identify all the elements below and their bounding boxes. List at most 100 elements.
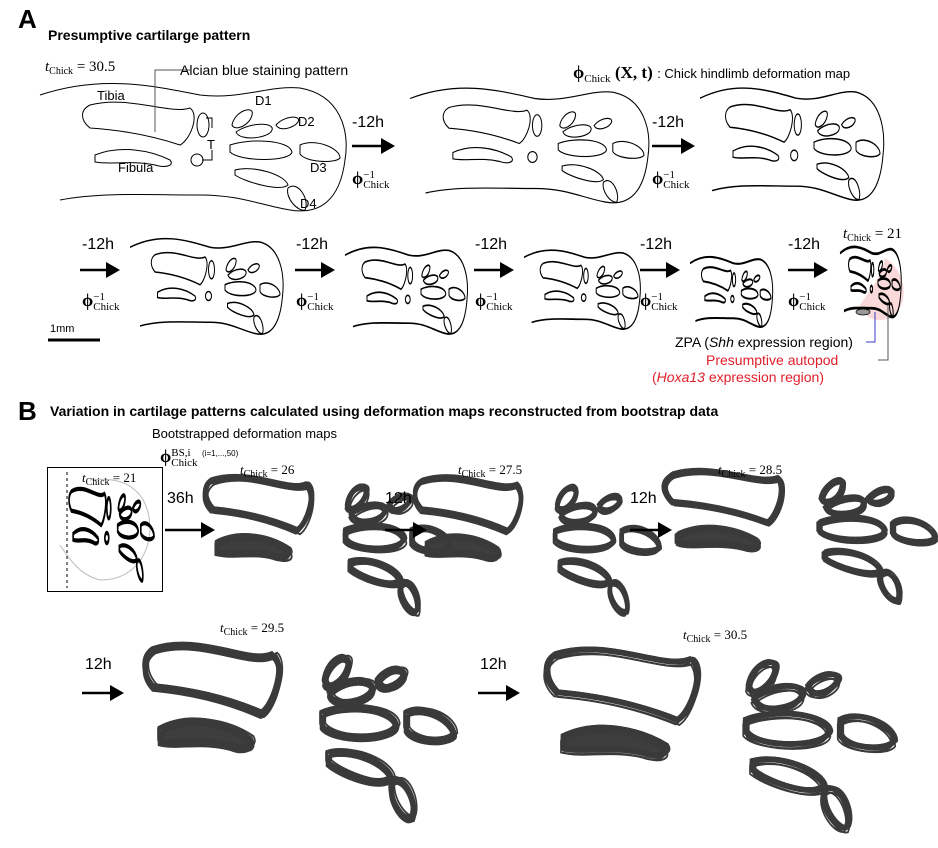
digit-1-contour <box>344 485 366 511</box>
digit-1-contour <box>348 484 370 509</box>
digit-3-element <box>299 142 341 162</box>
digit-1-element <box>559 111 576 129</box>
digit-2-contour <box>804 677 837 699</box>
digit-3-contour <box>620 524 661 551</box>
tibia-contour <box>662 469 782 524</box>
arrow-icon <box>413 522 427 538</box>
limb-outline <box>523 249 641 330</box>
duration-label: 12h <box>85 656 112 673</box>
digit-4-contour <box>392 781 417 823</box>
digit-3-contour <box>836 719 893 753</box>
bootstrap-sample <box>662 469 935 602</box>
fibula-element <box>704 292 726 304</box>
digit-3-contour <box>742 716 828 750</box>
limb-t30 <box>409 87 650 204</box>
digit-3-contour <box>346 528 408 554</box>
digit-4-element <box>602 180 619 203</box>
digit-2-element <box>235 123 273 139</box>
digit-2-element <box>597 274 613 285</box>
digit-3-element <box>229 140 293 160</box>
digit-4-contour <box>351 557 404 584</box>
d3-label: D3 <box>310 160 327 175</box>
digit-2-contour <box>375 670 405 692</box>
digit-1-element <box>421 264 431 279</box>
tarsal-element <box>531 114 543 137</box>
digit-4-element <box>234 168 289 188</box>
digit-4-contour <box>609 579 629 612</box>
time-label: tChick = 27.5 <box>458 462 523 480</box>
ensemble-t30-5 <box>543 646 899 834</box>
fibula-element <box>94 149 172 167</box>
step-label: -12h <box>475 236 508 253</box>
digit-3-contour <box>320 709 397 741</box>
digit-4-contour <box>401 579 421 612</box>
digit-2-contour <box>750 689 801 714</box>
limb-outline <box>129 237 284 335</box>
tibia-contour <box>202 476 311 533</box>
tibia-contour <box>545 647 699 721</box>
digit-3-element <box>877 277 891 291</box>
digit-4-element <box>742 302 758 316</box>
digit-3-element <box>139 521 155 542</box>
limb-t27 <box>523 249 641 330</box>
limb-outline <box>344 246 468 335</box>
digit-3-contour <box>342 524 404 551</box>
t-end-label: tChick = 21 <box>843 226 903 244</box>
limb-outline <box>39 83 347 212</box>
scale-bar-label: 1mm <box>50 323 75 335</box>
digit-3-element <box>855 139 881 158</box>
digit-4-element <box>816 162 850 181</box>
tarsal-element <box>793 113 802 136</box>
digit-2-contour <box>826 498 866 517</box>
digit-4-contour <box>389 781 414 822</box>
step-label: -12h <box>296 236 329 253</box>
digit-4-element <box>617 313 626 330</box>
step-label: -12h <box>652 114 685 131</box>
digit-4-element <box>756 312 763 328</box>
t-start-label: tChick = 30.5 <box>45 59 116 77</box>
tarsal-element <box>580 293 587 303</box>
digit-3-element <box>759 288 772 301</box>
digit-2-element <box>816 123 840 137</box>
limb-t28 <box>344 246 468 335</box>
digit-2-contour <box>807 674 840 696</box>
digit-4-contour <box>325 748 391 781</box>
tibia-contour <box>414 474 522 530</box>
digit-4-contour <box>749 762 823 796</box>
start-pattern-box <box>47 467 163 592</box>
time-label: tChick = 30.5 <box>683 627 748 645</box>
tibia-contour <box>413 479 521 535</box>
digit-4-contour <box>608 584 628 617</box>
tarsal-element <box>790 149 799 162</box>
alcian-label: Alcian blue staining pattern <box>180 62 349 78</box>
duration-label: 12h <box>385 490 412 507</box>
tibia-contour <box>142 648 279 720</box>
limb-outline <box>409 87 650 204</box>
digit-4-element <box>561 164 605 183</box>
deformation-map-legend: ϕChick (X, t) : Chick hindlimb deformati… <box>573 62 851 85</box>
digit-3-element <box>448 286 466 302</box>
digit-2-contour <box>559 501 596 521</box>
digit-4-contour <box>559 557 612 583</box>
time-label: tChick = 29.5 <box>220 620 285 638</box>
time-label: tChick = 26 <box>240 462 295 480</box>
digit-2-contour <box>390 498 414 515</box>
limb-outline <box>839 245 902 319</box>
time-label: tChick = 28.5 <box>718 462 783 480</box>
fibula-contour <box>426 533 501 557</box>
digit-3-contour <box>819 518 887 543</box>
digit-1-contour <box>745 665 774 697</box>
digit-3-contour <box>745 713 831 747</box>
tibia-contour <box>543 646 696 720</box>
digit-2-element <box>247 263 260 274</box>
tibia-contour <box>412 474 521 531</box>
ensemble-t27-5 <box>412 474 663 617</box>
ensemble-t29-5 <box>142 641 459 824</box>
bootstrap-subtitle: Bootstrapped deformation maps <box>152 426 337 441</box>
digit-2-element <box>886 264 893 274</box>
digit-3-element <box>420 285 447 300</box>
